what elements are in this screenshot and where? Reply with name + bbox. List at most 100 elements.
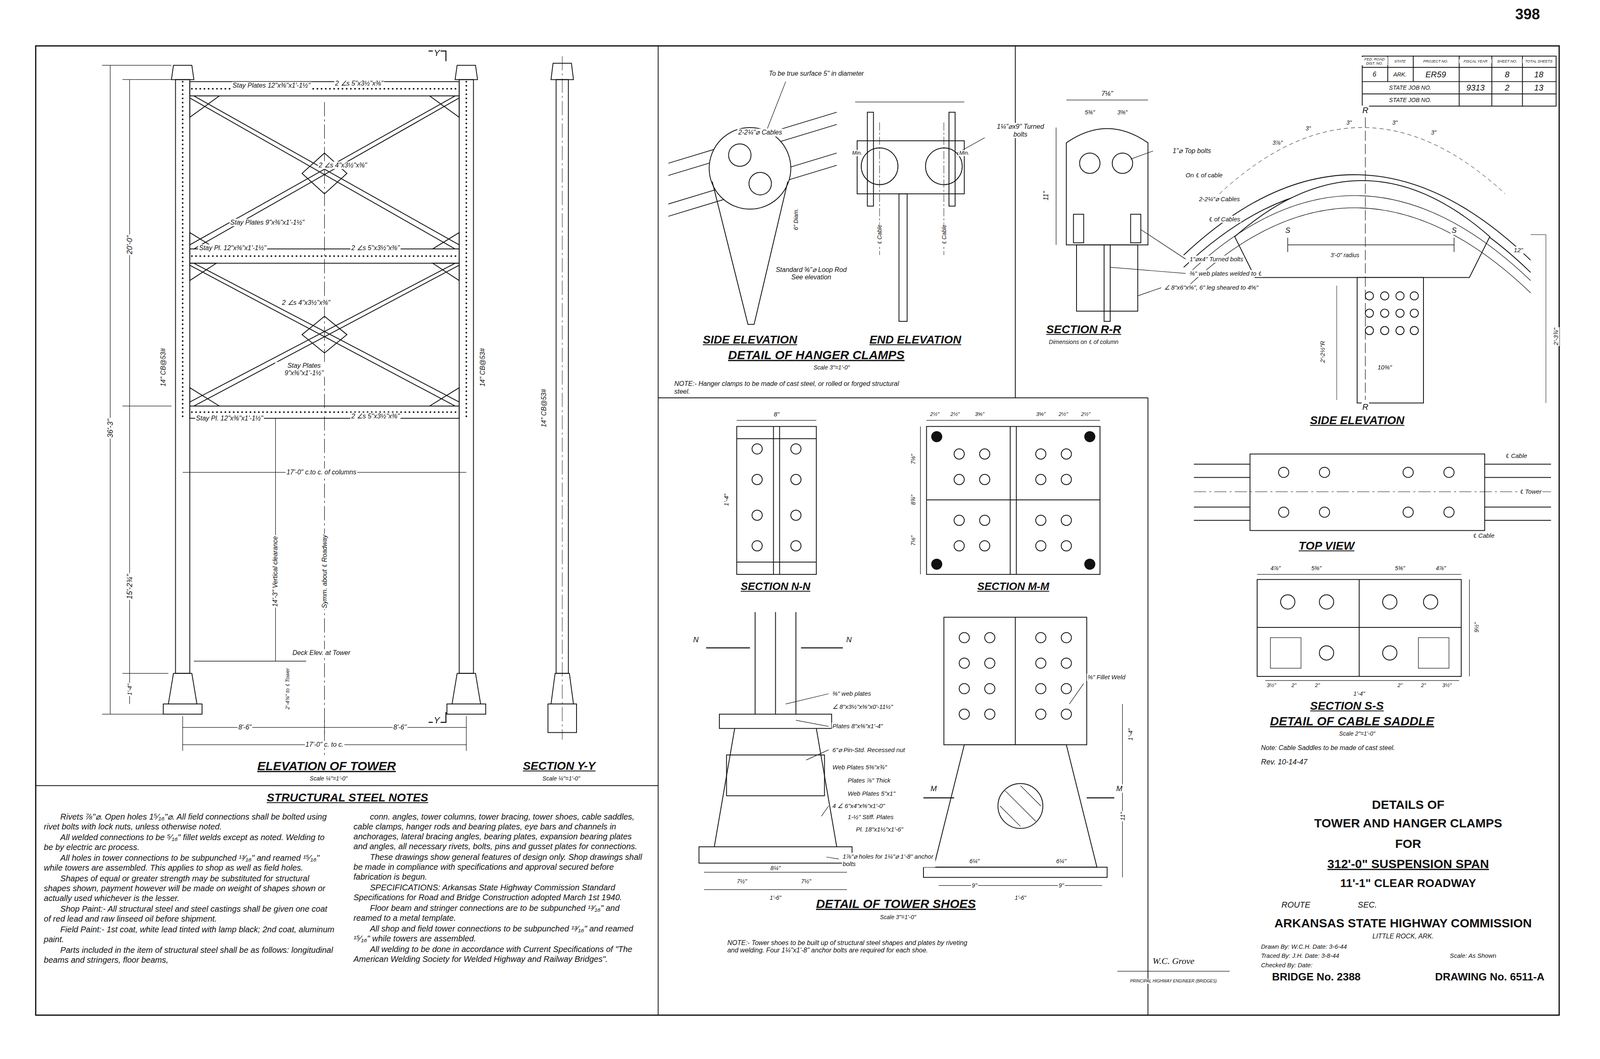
- view-title: END ELEVATION: [868, 333, 963, 347]
- drawing-label: 3": [1304, 125, 1312, 132]
- dimension-label: 14" CB@53#: [539, 388, 548, 428]
- drawing-label: 2": [1313, 682, 1321, 689]
- note-paragraph: Parts included in the item of structural…: [44, 945, 336, 966]
- drawing-label: 3½": [1265, 682, 1277, 689]
- drawing-label: PRINCIPAL HIGHWAY ENGINEER (BRIDGES): [1129, 979, 1218, 985]
- dimension-label: 14'-3" Vertical clearance: [271, 535, 280, 608]
- drawing-label: 6¼": [968, 858, 981, 865]
- drawing-label: Standard ⅝"⌀ Loop Rod See elevation: [774, 265, 848, 282]
- drawing-label: 4 ∠ 6"x4"x⅜"x1'-0": [831, 802, 886, 810]
- drawing-label: FED. ROAD DIST. NO.: [1361, 56, 1388, 66]
- dimension-label: 1'-4": [1127, 727, 1135, 742]
- drawing-label: ⅜" web plates welded to ℄: [1188, 269, 1263, 277]
- drawing-label: 3": [1430, 129, 1438, 136]
- drawing-label: 2 ∠s 4"x3½"x⅜": [281, 299, 331, 307]
- drawing-label: Scale 3"=1'-0": [879, 913, 917, 921]
- drawing-label: 398: [1514, 5, 1541, 23]
- note-paragraph: Floor beam and stringer connections are …: [353, 903, 645, 924]
- drawing-label: ∠ 8"x6"x⅝", 6" leg sheared to 4⅝": [1163, 284, 1260, 292]
- drawing-label: FISCAL YEAR: [1459, 59, 1492, 64]
- drawing-label: 2": [1420, 682, 1427, 689]
- drawing-label: 6"⌀ Pin-Std. Recessed nut: [831, 746, 906, 754]
- drawing-label: 9313: [1465, 83, 1486, 93]
- drawing-label: 1'-4": [1352, 690, 1366, 698]
- drawing-label: 3½": [1441, 682, 1453, 689]
- drawing-label: 2½": [929, 411, 941, 418]
- drawing-label: Stay Plates 9"x⅜"x1'-1½": [229, 218, 306, 226]
- drawing-label: 3⅝": [974, 411, 986, 418]
- drawing-label: 2 ∠s 5"x3½"x⅜": [334, 79, 384, 88]
- drawing-label: 8'-6": [392, 723, 408, 732]
- dimension-label: 14" CB@53#: [479, 347, 487, 388]
- drawing-label: 6¼": [1055, 858, 1068, 865]
- view-title: DETAIL OF HANGER CLAMPS: [727, 348, 906, 363]
- drawing-label: 3'-0" radius: [1329, 251, 1361, 259]
- drawing-label: M: [1115, 784, 1124, 794]
- drawing-label: 2: [1504, 83, 1511, 93]
- dimension-label: 15'-2¾": [125, 573, 135, 600]
- dimension-label: 2'-2½"R: [1318, 340, 1326, 364]
- drawing-label: PROJECT NO.: [1422, 59, 1450, 64]
- notes-column: conn. angles, tower columns, tower braci…: [353, 811, 645, 1012]
- note-paragraph: All welding to be done in accordance wit…: [353, 944, 645, 965]
- drawing-label: 3⅞": [1271, 139, 1284, 147]
- dimension-label: ℄ Cable: [940, 223, 948, 246]
- drawing-label: ℄ of Cables: [1207, 215, 1242, 223]
- drawing-label: ⅜" web plates: [831, 690, 873, 698]
- drawing-label: TOWER AND HANGER CLAMPS: [1313, 816, 1503, 831]
- drawing-label: 312'-0" SUSPENSION SPAN: [1326, 857, 1491, 872]
- drawing-label: 17'-0" c. to c.: [304, 741, 345, 749]
- dimension-label: 6" Diam.: [792, 207, 800, 232]
- drawing-label: 2½": [1080, 411, 1092, 418]
- drawing-label: TOTAL SHEETS: [1522, 59, 1555, 64]
- drawing-label: 4⅞": [1434, 565, 1447, 572]
- view-title: SIDE ELEVATION: [1309, 413, 1405, 427]
- drawing-label: Plates 8"x⅜"x1'-4": [831, 723, 884, 731]
- drawing-label: Dimensions on ℄ of column: [1048, 338, 1120, 346]
- drawing-label: N: [692, 635, 700, 645]
- drawing-label: N: [845, 635, 853, 645]
- drawing-label: Web Plates 5"x1": [846, 790, 896, 798]
- drawing-label: SEC.: [1356, 900, 1378, 910]
- drawing-label: 6: [1372, 70, 1378, 79]
- note-paragraph: Field Paint:- 1st coat, white lead tinte…: [44, 924, 336, 945]
- drawing-label: 2-2¼"⌀ Cables: [1197, 195, 1241, 203]
- drawing-label: 2½": [1057, 411, 1069, 418]
- dimension-label: 9½": [1473, 621, 1480, 634]
- drawing-label: 3": [1391, 119, 1399, 126]
- drawing-label: To be true surface 5" in diameter: [767, 69, 865, 77]
- note-paragraph: All welded connections to be ⁵⁄₁₆" fille…: [44, 832, 336, 853]
- drawing-label: 11'-1" CLEAR ROADWAY: [1339, 876, 1477, 891]
- drawing-label: 7½": [735, 878, 748, 885]
- view-title: SECTION R-R: [1045, 323, 1122, 337]
- dimension-label: 8¾": [909, 494, 917, 506]
- drawing-label: Web Plates 5⅜"x¾": [831, 763, 888, 771]
- drawing-label: ⅜" Fillet Weld: [1086, 674, 1127, 682]
- drawing-label: SHEET NO.: [1493, 59, 1521, 64]
- drawing-label: Checked By: Date:: [1260, 961, 1314, 969]
- drawing-label: 8": [772, 410, 781, 418]
- drawing-label: 2 ∠s 5"x3½"x⅜": [350, 244, 401, 252]
- drawing-label: 5⅜": [1394, 565, 1406, 572]
- note-paragraph: These drawings show general features of …: [353, 852, 645, 882]
- view-title: SECTION M-M: [976, 580, 1051, 594]
- drawing-label: 1⅞"⌀ holes for 1¼"⌀ 1'-8" anchor bolts: [841, 853, 936, 868]
- dimension-label: Symm. about ℄ Roadway: [320, 533, 328, 610]
- note-paragraph: Rivets ⅞"⌀. Open holes 1⁵⁄₁₆"⌀. All fiel…: [44, 811, 336, 832]
- drawing-label: Note: Cable Saddles to be made of cast s…: [1260, 744, 1396, 752]
- drawing-label: Drawn By: W.C.H. Date: 3-6-44: [1260, 943, 1348, 951]
- drawing-label: Min.: [958, 149, 971, 156]
- dimension-label: 2'-4¾" to ℄ Tower: [284, 667, 291, 711]
- drawing-label: BRIDGE No. 2388: [1271, 971, 1362, 984]
- drawing-label: STATE JOB NO.: [1388, 84, 1433, 91]
- drawing-label: ER59: [1424, 69, 1447, 80]
- drawing-label: 9": [971, 882, 979, 889]
- view-title: SIDE ELEVATION: [702, 333, 798, 347]
- note-paragraph: conn. angles, tower columns, tower braci…: [353, 811, 645, 852]
- drawing-label: 5⅜": [1310, 565, 1322, 572]
- drawing-label: S: [1284, 226, 1291, 235]
- dimension-label: 7⅛": [909, 453, 917, 466]
- notes-heading: STRUCTURAL STEEL NOTES: [44, 791, 652, 805]
- drawing-label: 3⅜": [1116, 109, 1128, 116]
